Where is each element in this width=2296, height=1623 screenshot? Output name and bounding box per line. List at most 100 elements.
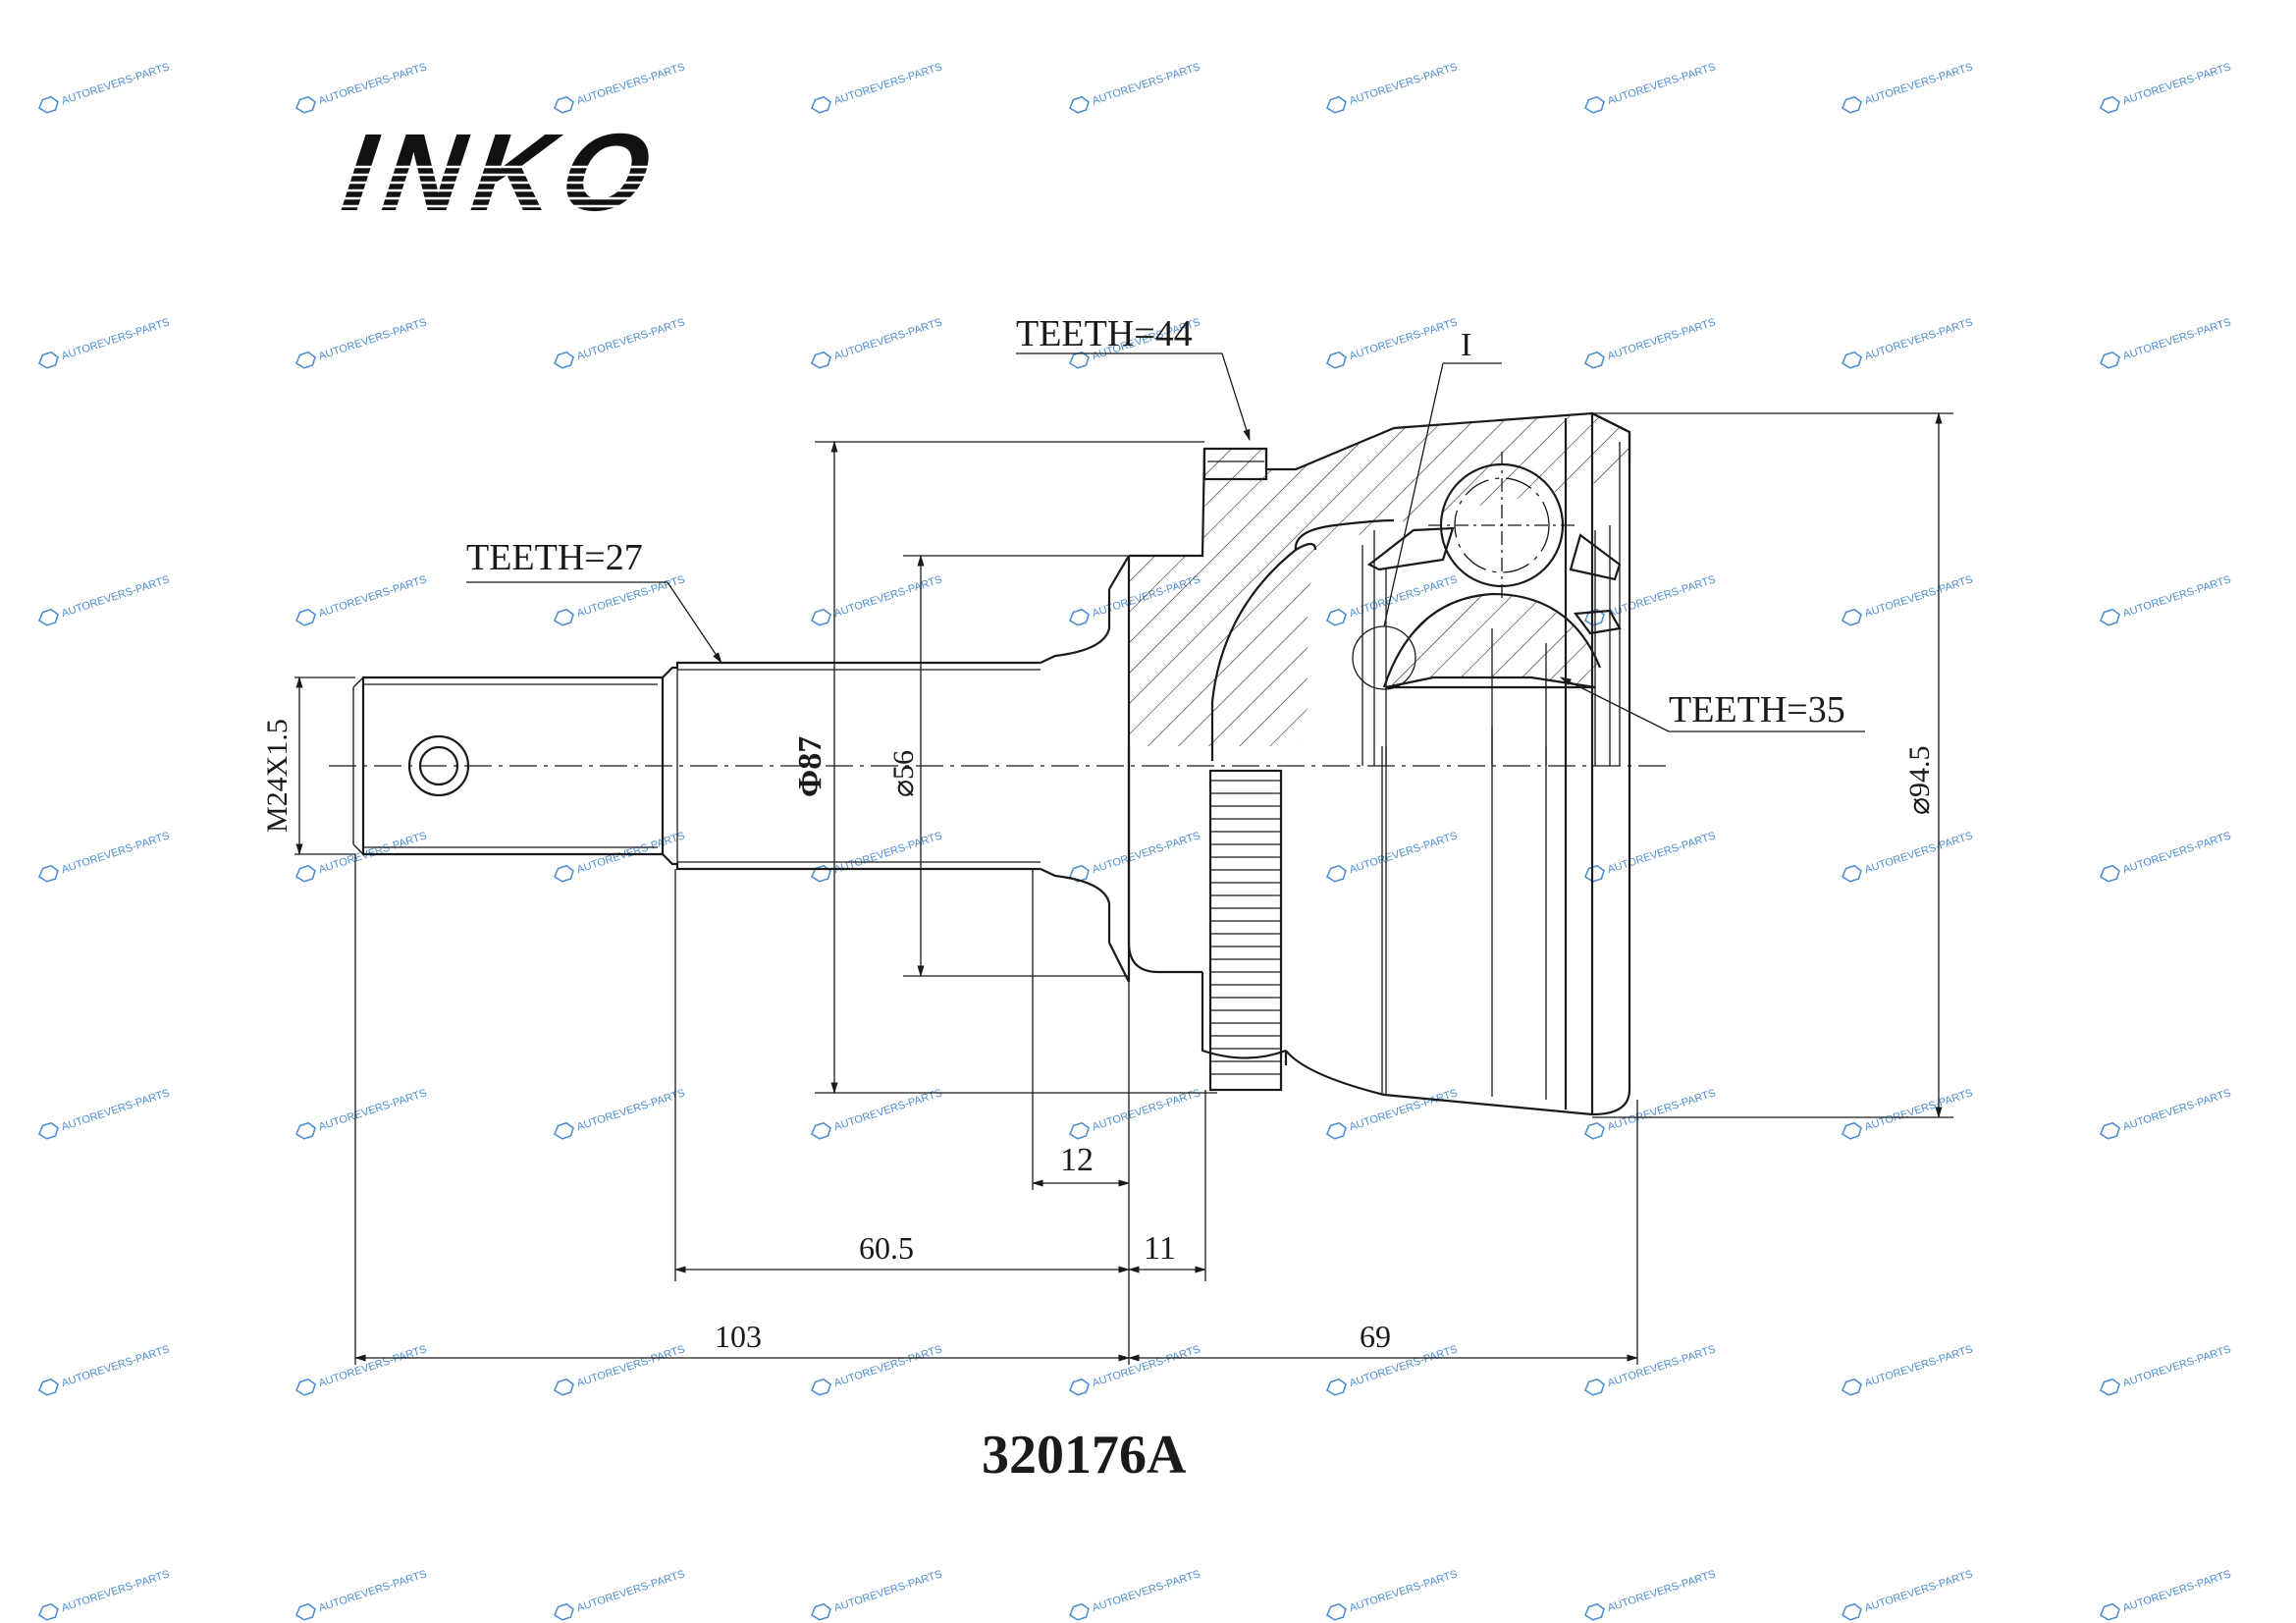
- ar-hexagon-icon: [2099, 351, 2120, 369]
- ar-hexagon-icon: [37, 608, 59, 626]
- ar-hexagon-icon: [1325, 1602, 1347, 1621]
- ar-hexagon-icon: [37, 95, 59, 114]
- part-number: 320176A: [982, 1425, 1187, 1486]
- watermark-stamp: AUTOREVERS-PARTS: [294, 1568, 428, 1621]
- dim-dia-56: ⌀56: [887, 750, 920, 797]
- watermark-text: AUTOREVERS-PARTS: [1863, 1568, 1974, 1614]
- watermark-stamp: AUTOREVERS-PARTS: [1583, 830, 1717, 883]
- watermark-text: AUTOREVERS-PARTS: [575, 316, 686, 362]
- ar-hexagon-icon: [294, 864, 316, 883]
- watermark-text: AUTOREVERS-PARTS: [1348, 61, 1459, 107]
- watermark-stamp: AUTOREVERS-PARTS: [1583, 316, 1717, 369]
- watermark-stamp: AUTOREVERS-PARTS: [2099, 1087, 2232, 1140]
- ar-hexagon-icon: [294, 351, 316, 369]
- watermark-stamp: AUTOREVERS-PARTS: [553, 830, 686, 883]
- inner-race-and-ball: [1352, 362, 1622, 690]
- ar-hexagon-icon: [294, 1378, 316, 1396]
- watermark-text: AUTOREVERS-PARTS: [832, 61, 943, 107]
- watermark-text: AUTOREVERS-PARTS: [317, 316, 428, 362]
- ar-hexagon-icon: [294, 608, 316, 626]
- watermark-stamp: AUTOREVERS-PARTS: [810, 1343, 943, 1396]
- ar-hexagon-icon: [1583, 351, 1605, 369]
- ar-hexagon-icon: [294, 1121, 316, 1140]
- watermark-text: AUTOREVERS-PARTS: [317, 830, 428, 876]
- ar-hexagon-icon: [810, 608, 831, 626]
- watermark-text: AUTOREVERS-PARTS: [317, 573, 428, 620]
- watermark-text: AUTOREVERS-PARTS: [60, 1087, 171, 1133]
- brand-logo: INKO: [294, 112, 707, 310]
- ar-hexagon-icon: [37, 351, 59, 369]
- ar-hexagon-icon: [553, 608, 574, 626]
- ar-hexagon-icon: [1068, 1121, 1090, 1140]
- watermark-stamp: AUTOREVERS-PARTS: [1325, 1343, 1459, 1396]
- ar-hexagon-icon: [1068, 608, 1090, 626]
- watermark-stamp: AUTOREVERS-PARTS: [37, 316, 171, 369]
- watermark-stamp: AUTOREVERS-PARTS: [1841, 573, 1974, 626]
- dim-len-103: 103: [715, 1319, 762, 1354]
- watermark-text: AUTOREVERS-PARTS: [575, 573, 686, 620]
- ar-hexagon-icon: [810, 1378, 831, 1396]
- watermark-text: AUTOREVERS-PARTS: [1091, 61, 1201, 107]
- dim-dia-87: Φ87: [792, 736, 828, 797]
- watermark-text: AUTOREVERS-PARTS: [832, 1568, 943, 1614]
- teeth-outer-label: TEETH=44: [1016, 313, 1193, 354]
- watermark-stamp: AUTOREVERS-PARTS: [810, 1087, 943, 1140]
- ar-hexagon-icon: [1325, 1121, 1347, 1140]
- watermark-text: AUTOREVERS-PARTS: [2121, 1343, 2232, 1389]
- watermark-stamp: AUTOREVERS-PARTS: [294, 61, 428, 114]
- watermark-text: AUTOREVERS-PARTS: [1863, 830, 1974, 876]
- watermark-text: AUTOREVERS-PARTS: [1348, 316, 1459, 362]
- watermark-stamp: AUTOREVERS-PARTS: [1068, 61, 1201, 114]
- dim-len-60-5: 60.5: [859, 1230, 914, 1266]
- watermark-stamp: AUTOREVERS-PARTS: [37, 830, 171, 883]
- watermark-text: AUTOREVERS-PARTS: [1863, 316, 1974, 362]
- watermark-stamp: AUTOREVERS-PARTS: [1325, 316, 1459, 369]
- stub-shaft: [352, 589, 1111, 943]
- watermark-text: AUTOREVERS-PARTS: [2121, 316, 2232, 362]
- watermark-text: AUTOREVERS-PARTS: [2121, 61, 2232, 107]
- dim-len-12: 12: [1060, 1142, 1094, 1178]
- watermark-stamp: AUTOREVERS-PARTS: [2099, 573, 2232, 626]
- watermark-stamp: AUTOREVERS-PARTS: [1841, 830, 1974, 883]
- watermark-stamp: AUTOREVERS-PARTS: [553, 1343, 686, 1396]
- watermark-text: AUTOREVERS-PARTS: [2121, 830, 2232, 876]
- ar-hexagon-icon: [1325, 95, 1347, 114]
- watermark-text: AUTOREVERS-PARTS: [575, 1568, 686, 1614]
- watermark-stamp: AUTOREVERS-PARTS: [294, 830, 428, 883]
- watermark-stamp: AUTOREVERS-PARTS: [553, 573, 686, 626]
- ar-hexagon-icon: [1841, 351, 1862, 369]
- ar-hexagon-icon: [553, 1378, 574, 1396]
- watermark-stamp: AUTOREVERS-PARTS: [1841, 316, 1974, 369]
- watermark-stamp: AUTOREVERS-PARTS: [1841, 1343, 1974, 1396]
- ar-hexagon-icon: [1583, 864, 1605, 883]
- watermark-stamp: AUTOREVERS-PARTS: [2099, 1343, 2232, 1396]
- watermark-stamp: AUTOREVERS-PARTS: [2099, 61, 2232, 114]
- ar-hexagon-icon: [1325, 608, 1347, 626]
- watermark-text: AUTOREVERS-PARTS: [1091, 1087, 1201, 1133]
- watermark-text: AUTOREVERS-PARTS: [2121, 1568, 2232, 1614]
- watermark-text: AUTOREVERS-PARTS: [60, 316, 171, 362]
- watermark-stamp: AUTOREVERS-PARTS: [294, 573, 428, 626]
- watermark-stamp: AUTOREVERS-PARTS: [1068, 1568, 1201, 1621]
- ar-hexagon-icon: [553, 864, 574, 883]
- watermark-stamp: AUTOREVERS-PARTS: [1325, 61, 1459, 114]
- watermark-text: AUTOREVERS-PARTS: [575, 830, 686, 876]
- watermark-text: AUTOREVERS-PARTS: [60, 573, 171, 620]
- teeth-shaft-label: TEETH=27: [466, 537, 643, 578]
- watermark-stamp: AUTOREVERS-PARTS: [2099, 830, 2232, 883]
- watermark-text: AUTOREVERS-PARTS: [1348, 1087, 1459, 1133]
- ar-hexagon-icon: [1583, 95, 1605, 114]
- watermark-stamp: AUTOREVERS-PARTS: [37, 1568, 171, 1621]
- ar-hexagon-icon: [810, 1121, 831, 1140]
- watermark-text: AUTOREVERS-PARTS: [832, 316, 943, 362]
- watermark-stamp: AUTOREVERS-PARTS: [1583, 61, 1717, 114]
- watermark-text: AUTOREVERS-PARTS: [317, 1343, 428, 1389]
- ar-hexagon-icon: [810, 95, 831, 114]
- ar-hexagon-icon: [1068, 864, 1090, 883]
- watermark-text: AUTOREVERS-PARTS: [1606, 1087, 1717, 1133]
- dim-len-69: 69: [1360, 1319, 1391, 1354]
- outer-race-housing: [1108, 411, 1631, 1116]
- watermark-text: AUTOREVERS-PARTS: [317, 1568, 428, 1614]
- ar-hexagon-icon: [1841, 1602, 1862, 1621]
